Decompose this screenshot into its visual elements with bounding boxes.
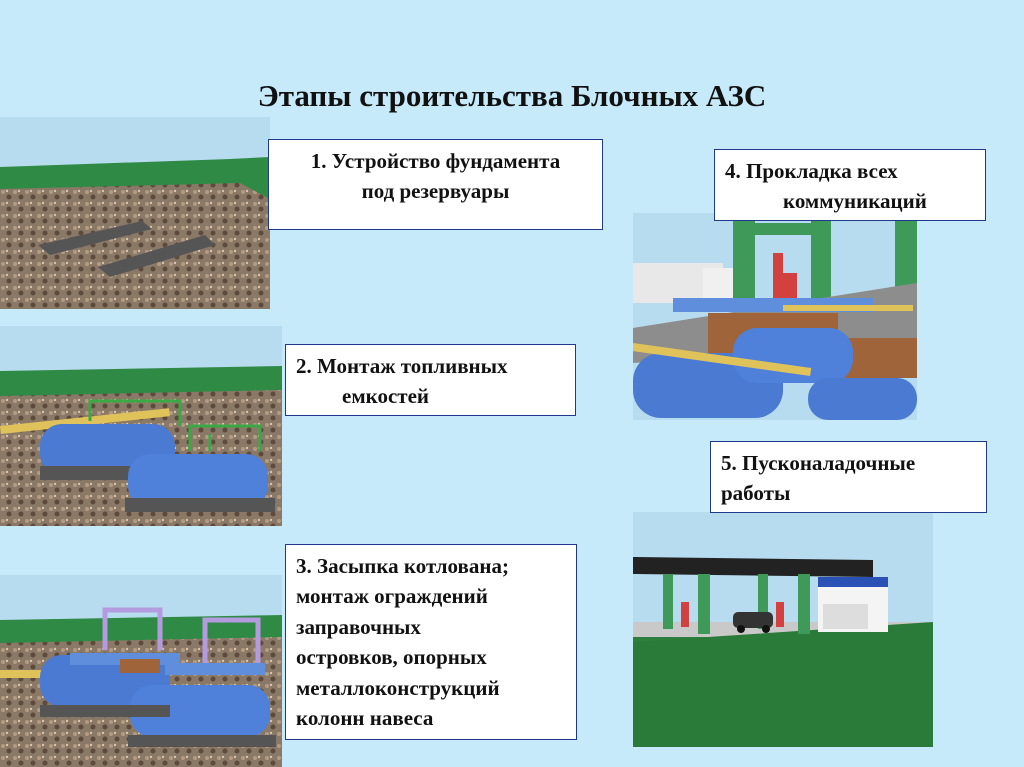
stage-1-box: 1. Устройство фундамента под резервуары xyxy=(268,139,603,230)
backfill-render xyxy=(0,575,282,767)
tanks-render xyxy=(0,326,282,526)
finished-station-render xyxy=(633,512,933,747)
stage-3-line-6: колонн навеса xyxy=(296,706,434,731)
communications-render xyxy=(633,213,917,420)
stage-1-line-1: 1. Устройство фундамента xyxy=(310,149,561,173)
stage-3-line-3: заправочных xyxy=(296,614,421,639)
stage-5-line-1: 5. Пусконаладочные xyxy=(721,451,916,475)
foundation-render xyxy=(0,117,270,309)
stage-4-line-2: коммуникаций xyxy=(783,189,927,214)
stage-2-box: 2. Монтаж топливных емкостей xyxy=(285,344,576,416)
stage-5-line-2: работы xyxy=(721,481,791,506)
stage-3-line-4: островков, опорных xyxy=(296,645,487,670)
stage-4-box: 4. Прокладка всех коммуникаций xyxy=(714,149,986,221)
stage-3-line-2: монтаж ограждений xyxy=(296,584,488,609)
page-title: Этапы строительства Блочных АЗС xyxy=(257,78,767,113)
stage-2-line-1: 2. Монтаж топливных xyxy=(296,354,508,378)
stage-3-box: 3. Засыпка котлована; монтаж ограждений … xyxy=(285,544,577,740)
stage-2-line-2: емкостей xyxy=(342,384,430,409)
stage-5-box: 5. Пусконаладочные работы xyxy=(710,441,987,513)
stage-1-line-2: под резервуары xyxy=(361,179,510,204)
stage-3-line-5: металлоконструкций xyxy=(296,675,500,700)
stage-3-line-1: 3. Засыпка котлована; xyxy=(296,554,509,578)
stage-4-line-1: 4. Прокладка всех xyxy=(725,159,898,183)
